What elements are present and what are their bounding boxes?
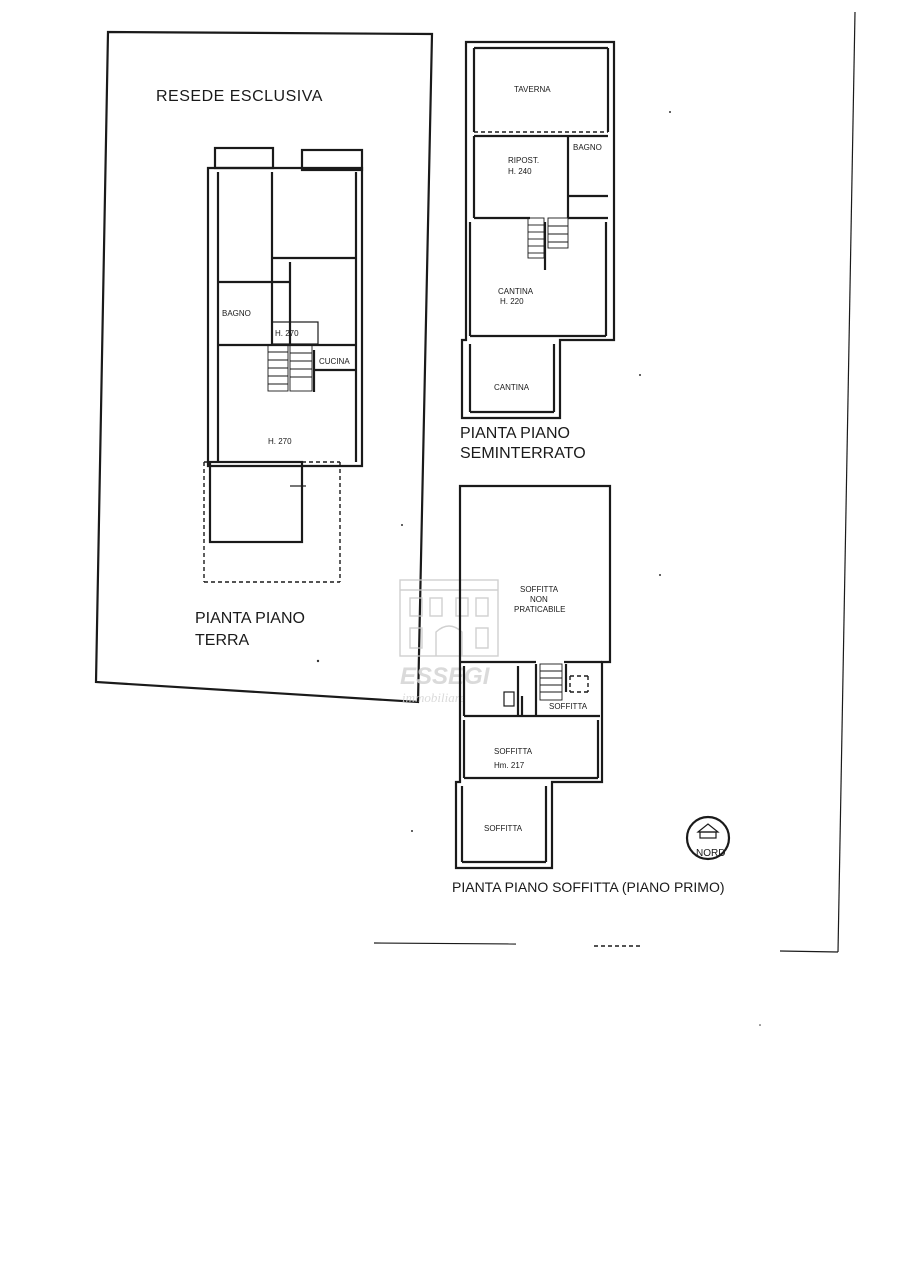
basement-ripost-label: RIPOST. xyxy=(508,156,539,165)
basement-plan: TAVERNA RIPOST. H. 240 BAGNO CANTINA H. … xyxy=(460,40,616,462)
attic-mid-height-label: Hm. 217 xyxy=(494,761,525,770)
watermark-subtitle: immobiliare xyxy=(402,690,465,705)
attic-np-line3: PRATICABILE xyxy=(514,605,565,614)
ground-small-height-label: H. 270 xyxy=(275,329,299,338)
basement-cantina-label: CANTINA xyxy=(498,287,534,296)
attic-low-soffitta-label: SOFFITTA xyxy=(484,824,523,833)
ground-title-line1: PIANTA PIANO xyxy=(195,610,305,627)
basement-cantina-height-label: H. 220 xyxy=(500,297,524,306)
north-arrow-compass: NORD xyxy=(685,815,731,861)
basement-ripost-height-label: H. 240 xyxy=(508,167,532,176)
attic-mid-soffitta-label: SOFFITTA xyxy=(494,747,533,756)
attic-title: PIANTA PIANO SOFFITTA (PIANO PRIMO) xyxy=(452,879,725,895)
north-arrow-label: NORD xyxy=(696,848,725,859)
ground-bagno-label: BAGNO xyxy=(222,309,251,318)
attic-plan: SOFFITTA NON PRATICABILE SOFFITTA SOFFIT… xyxy=(452,484,725,895)
scan-specks xyxy=(316,111,761,1026)
ground-main-height-label: H. 270 xyxy=(268,437,292,446)
basement-taverna-label: TAVERNA xyxy=(514,85,551,94)
ground-cucina-label: CUCINA xyxy=(319,357,350,366)
ground-floor-plan: RESEDE ESCLUSIVA xyxy=(94,30,434,704)
ground-title-line2: TERRA xyxy=(195,632,250,649)
attic-np-line1: SOFFITTA xyxy=(520,585,559,594)
watermark-brand: ESSEGI xyxy=(400,663,491,690)
resede-esclusiva-boundary xyxy=(94,30,434,704)
resede-esclusiva-label: RESEDE ESCLUSIVA xyxy=(156,88,323,105)
basement-title-line2: SEMINTERRATO xyxy=(460,445,586,462)
page-frame xyxy=(373,11,856,953)
basement-bagno-label: BAGNO xyxy=(573,143,602,152)
basement-cantina2-label: CANTINA xyxy=(494,383,530,392)
attic-small-soffitta-label: SOFFITTA xyxy=(549,702,588,711)
attic-np-line2: NON xyxy=(530,595,548,604)
basement-title-line1: PIANTA PIANO xyxy=(460,425,570,442)
essegi-watermark: ESSEGI immobiliare xyxy=(399,579,499,705)
